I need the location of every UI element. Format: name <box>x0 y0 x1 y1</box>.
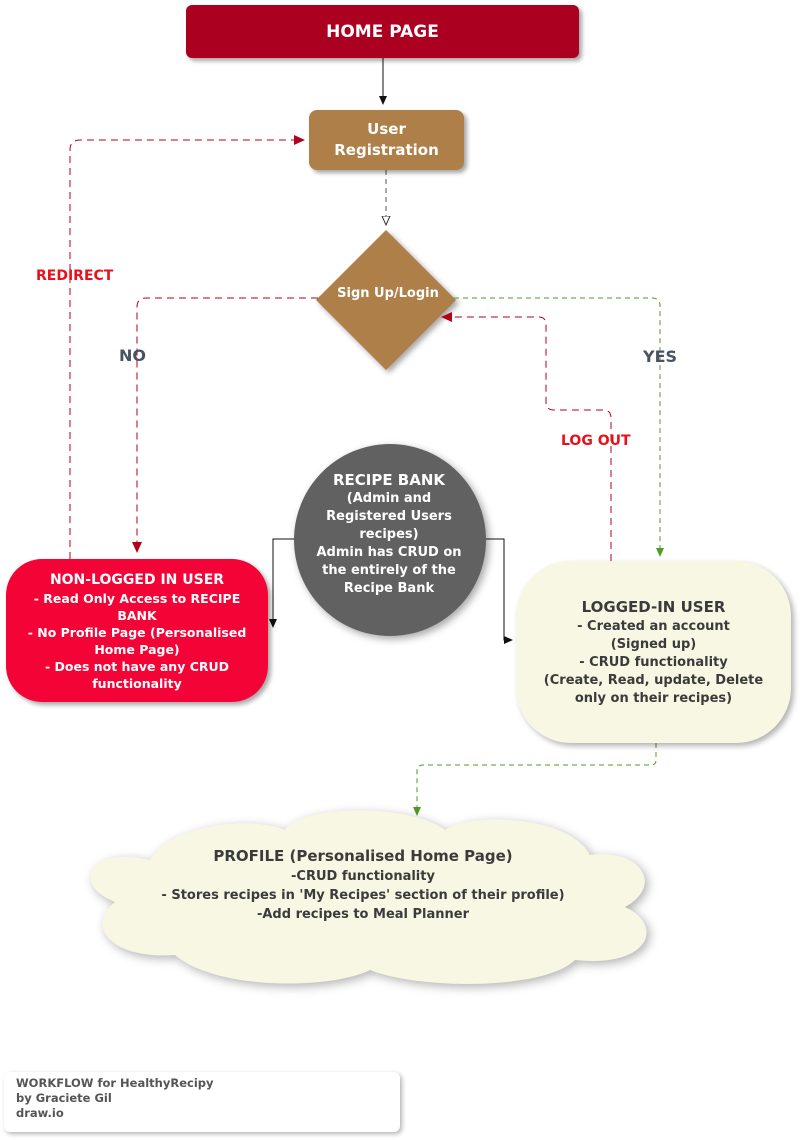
registration-label-line: Registration <box>334 141 439 159</box>
edge-bank-to-logged <box>486 538 513 644</box>
edge-yes-branch <box>454 297 664 557</box>
credit-box: WORKFLOW for HealthyRecipy by Graciete G… <box>4 1072 400 1132</box>
recipe-bank-line: (Admin and <box>346 491 432 506</box>
decision-diamond <box>316 230 456 370</box>
no-label: NO <box>119 346 146 365</box>
profile-line: -CRUD functionality <box>291 869 435 884</box>
non-logged-line: - Does not have any CRUD <box>44 658 230 674</box>
yes-label: YES <box>643 347 678 366</box>
redirect-label: REDIRECT <box>36 268 114 284</box>
edge-logged-to-profile <box>413 743 657 816</box>
edge-bank-to-nonlogged <box>269 538 295 628</box>
non-logged-user-node: NON-LOGGED IN USER - Read Only Access to… <box>6 559 268 702</box>
recipe-bank-line: Recipe Bank <box>343 581 435 596</box>
profile-line: - Stores recipes in 'My Recipes' section… <box>161 888 565 903</box>
home-page-node: HOME PAGE <box>186 5 579 58</box>
non-logged-line: Home Page) <box>94 641 180 657</box>
logout-label: LOG OUT <box>561 433 631 449</box>
profile-text: PROFILE (Personalised Home Page) -CRUD f… <box>90 846 636 924</box>
credit-line: draw.io <box>16 1106 64 1120</box>
non-logged-title: NON-LOGGED IN USER <box>49 571 225 588</box>
non-logged-line: - No Profile Page (Personalised <box>27 624 247 640</box>
logged-line: - CRUD functionality <box>579 655 728 670</box>
non-logged-line: BANK <box>117 607 157 623</box>
recipe-bank-line: Admin has CRUD on <box>316 545 462 560</box>
recipe-bank-line: Registered Users <box>326 509 452 524</box>
recipe-bank-line: the entirely of the <box>322 563 456 578</box>
registration-label-line: User <box>367 120 406 138</box>
recipe-bank-circle <box>294 444 486 636</box>
edge-no-branch <box>132 297 318 553</box>
recipe-bank-text: RECIPE BANK (Admin and Registered Users … <box>296 470 482 598</box>
logged-line: only on their recipes) <box>574 691 733 706</box>
home-page-label: HOME PAGE <box>326 21 439 42</box>
profile-cloud <box>90 810 647 984</box>
decision-label: Sign Up/Login <box>337 286 439 301</box>
non-logged-line: functionality <box>92 675 182 691</box>
credit-line: by Graciete Gil <box>16 1091 112 1105</box>
credit-line: WORKFLOW for HealthyRecipy <box>16 1076 214 1090</box>
user-registration-node: User Registration <box>309 110 464 170</box>
logged-line: - Created an account <box>577 619 730 634</box>
non-logged-line: - Read Only Access to RECIPE <box>33 590 241 606</box>
logged-in-user-node: LOGGED-IN USER - Created an account (Sig… <box>516 561 791 743</box>
logged-line: (Signed up) <box>610 637 697 652</box>
edge-logout <box>441 312 612 561</box>
profile-title: PROFILE (Personalised Home Page) <box>213 847 513 865</box>
recipe-bank-line: recipes) <box>359 527 419 542</box>
profile-line: -Add recipes to Meal Planner <box>256 907 470 922</box>
logged-title: LOGGED-IN USER <box>581 598 726 616</box>
logged-line: (Create, Read, update, Delete <box>543 673 764 688</box>
edge-redirect <box>69 135 305 559</box>
recipe-bank-title: RECIPE BANK <box>332 471 446 489</box>
